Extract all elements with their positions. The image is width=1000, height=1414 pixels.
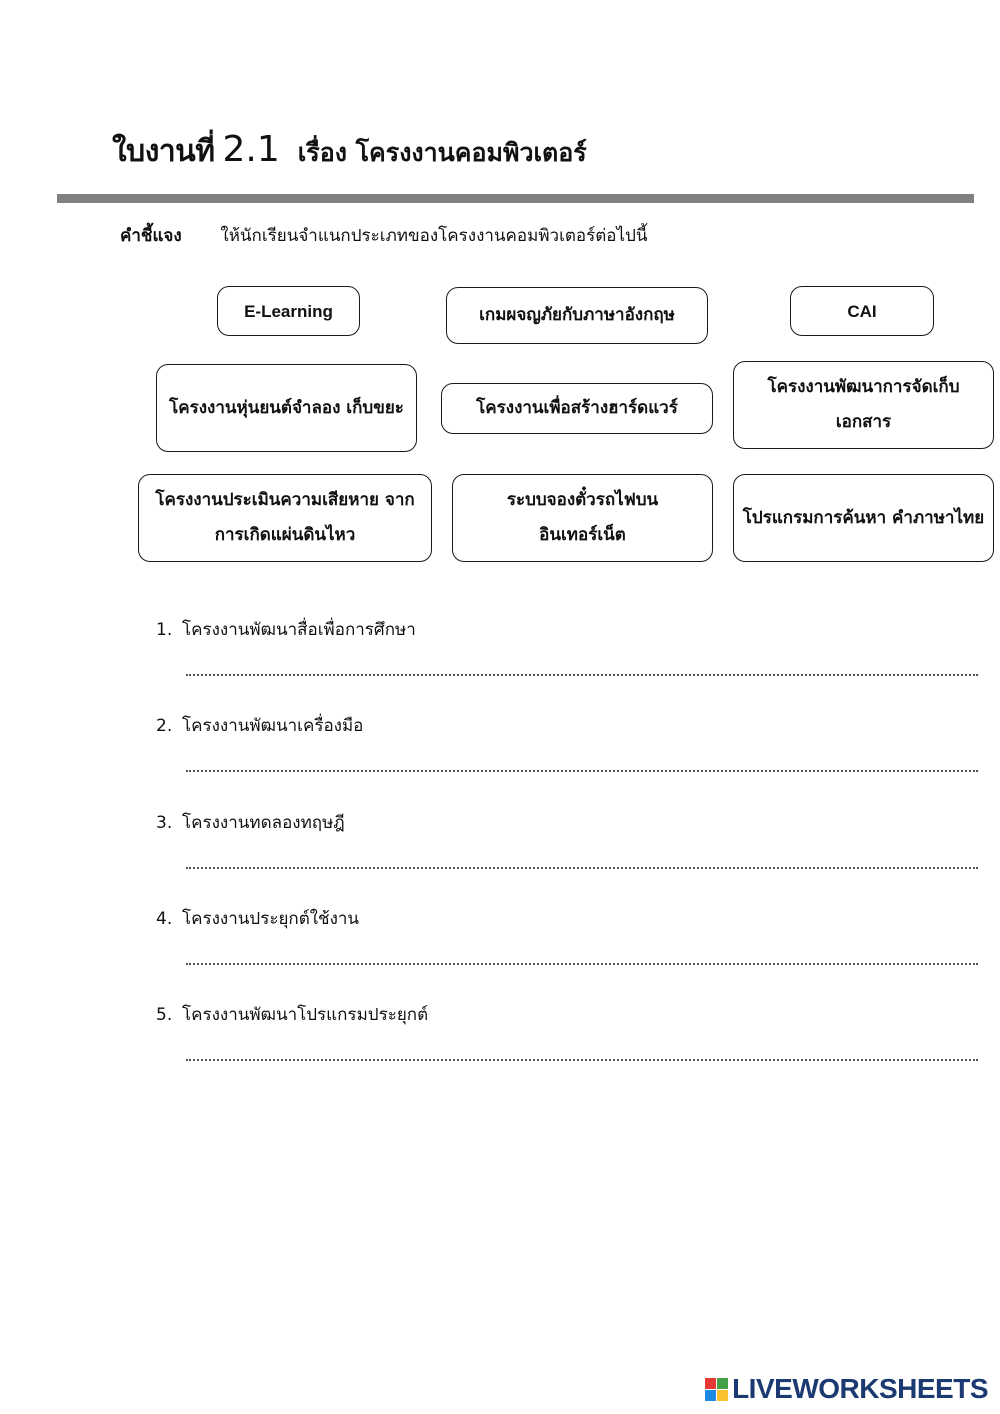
- brand-name: LIVEWORKSHEETS: [732, 1373, 988, 1404]
- question-2: 2. โครงงานพัฒนาเครื่องมือ: [156, 712, 363, 739]
- question-number: 1.: [156, 620, 173, 640]
- question-text: โครงงานทดลองทฤษฎี: [182, 813, 345, 833]
- card-item[interactable]: โปรแกรมการค้นหา คำภาษาไทย: [733, 474, 994, 562]
- question-text: โครงงานพัฒนาสื่อเพื่อการศึกษา: [182, 620, 416, 640]
- question-5: 5. โครงงานพัฒนาโปรแกรมประยุกต์: [156, 1001, 428, 1028]
- question-4: 4. โครงงานประยุกต์ใช้งาน: [156, 905, 359, 932]
- question-number: 3.: [156, 813, 173, 833]
- question-number: 4.: [156, 909, 173, 929]
- title-number: 2.1: [222, 129, 280, 170]
- answer-line-3[interactable]: [186, 867, 978, 869]
- card-item[interactable]: เกมผจญภัยกับภาษาอังกฤษ: [446, 287, 708, 344]
- answer-line-1[interactable]: [186, 674, 978, 676]
- liveworksheets-logo: LIVEWORKSHEETS: [705, 1372, 988, 1406]
- question-3: 3. โครงงานทดลองทฤษฎี: [156, 809, 345, 836]
- logo-square: [717, 1389, 729, 1401]
- question-text: โครงงานพัฒนาเครื่องมือ: [182, 716, 364, 736]
- answer-line-4[interactable]: [186, 963, 978, 965]
- logo-square: [705, 1389, 717, 1401]
- instruction-label: คำชี้แจง: [120, 226, 182, 246]
- logo-square: [717, 1377, 729, 1389]
- card-item[interactable]: E-Learning: [217, 286, 360, 336]
- instruction: คำชี้แจง ให้นักเรียนจำแนกประเภทของโครงงา…: [120, 222, 647, 249]
- question-1: 1. โครงงานพัฒนาสื่อเพื่อการศึกษา: [156, 616, 416, 643]
- answer-line-2[interactable]: [186, 770, 978, 772]
- title-divider: [57, 194, 974, 203]
- card-item[interactable]: ระบบจองตั๋วรถไฟบน อินเทอร์เน็ต: [452, 474, 713, 562]
- card-item[interactable]: CAI: [790, 286, 934, 336]
- title-subject: เรื่อง โครงงานคอมพิวเตอร์: [297, 138, 587, 167]
- instruction-text: ให้นักเรียนจำแนกประเภทของโครงงานคอมพิวเต…: [220, 226, 648, 246]
- logo-square: [705, 1377, 717, 1389]
- card-item[interactable]: โครงงานประเมินความเสียหาย จากการเกิดแผ่น…: [138, 474, 432, 562]
- question-text: โครงงานประยุกต์ใช้งาน: [182, 909, 360, 929]
- answer-line-5[interactable]: [186, 1059, 978, 1061]
- title-main: ใบงานที่: [112, 134, 215, 169]
- card-item[interactable]: โครงงานเพื่อสร้างฮาร์ดแวร์: [441, 383, 713, 434]
- question-text: โครงงานพัฒนาโปรแกรมประยุกต์: [182, 1005, 429, 1025]
- worksheet-title: ใบงานที่ 2.1 เรื่อง โครงงานคอมพิวเตอร์: [112, 128, 587, 184]
- question-number: 2.: [156, 716, 173, 736]
- card-item[interactable]: โครงงานหุ่นยนต์จำลอง เก็บขยะ: [156, 364, 417, 452]
- question-number: 5.: [156, 1005, 173, 1025]
- liveworksheets-logo-icon: [705, 1377, 729, 1401]
- card-item[interactable]: โครงงานพัฒนาการจัดเก็บ เอกสาร: [733, 361, 994, 449]
